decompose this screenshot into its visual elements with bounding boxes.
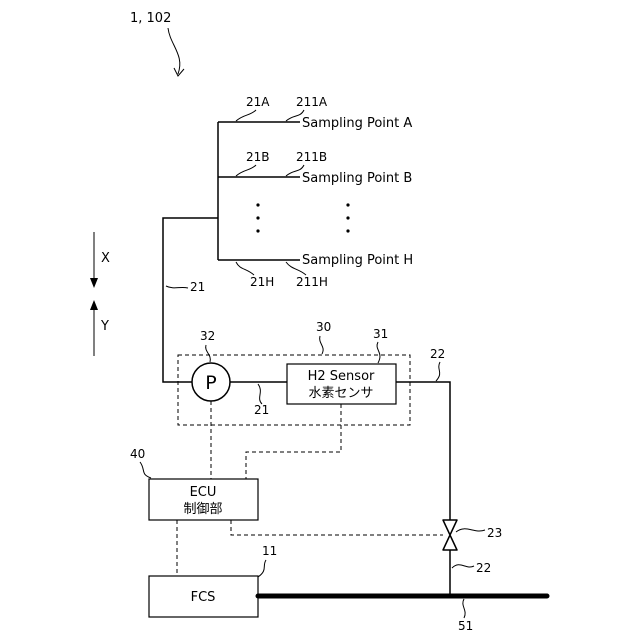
- outlet-pipe: [396, 382, 450, 520]
- ref-21-link: 21: [254, 403, 269, 417]
- ref-30: 30: [316, 320, 331, 334]
- leader-31: [377, 342, 380, 363]
- ref-32: 32: [200, 329, 215, 343]
- valve: [443, 520, 457, 550]
- leader-23: [456, 529, 485, 532]
- ellipsis-dots-right: [346, 203, 349, 232]
- h2-sensor-label: H2 Sensor: [308, 369, 375, 384]
- leader-21a: [236, 110, 256, 121]
- leader-11: [258, 560, 266, 577]
- leader-40: [140, 462, 151, 478]
- figure-ref-arrow: [168, 28, 180, 74]
- leader-21b: [236, 165, 256, 176]
- ref-211b: 211B: [296, 150, 327, 164]
- sampling-point-h-label: Sampling Point H: [302, 253, 413, 268]
- ref-22-lower: 22: [476, 561, 491, 575]
- ref-40: 40: [130, 447, 145, 461]
- ref-23: 23: [487, 526, 502, 540]
- figure-ref: 1, 102: [130, 11, 171, 26]
- ecu-label: ECU: [190, 485, 217, 500]
- ecu-label-ja: 制御部: [183, 502, 222, 517]
- ref-21a: 21A: [246, 95, 270, 109]
- h2-sensor-label-ja: 水素センサ: [308, 386, 373, 401]
- leader-22-lower: [452, 565, 474, 568]
- y-arrowhead: [90, 300, 98, 310]
- x-axis-label: X: [101, 251, 110, 266]
- leader-21h: [236, 262, 254, 275]
- leader-22-outlet: [436, 362, 440, 381]
- signal-ecu-valve: [231, 520, 443, 535]
- ref-21-main: 21: [190, 280, 205, 294]
- leader-21-main: [166, 286, 188, 288]
- sampling-point-a-label: Sampling Point A: [302, 116, 412, 131]
- leader-51: [463, 599, 465, 618]
- ellipsis-dots-left: [256, 203, 259, 232]
- ref-11: 11: [262, 544, 277, 558]
- x-arrowhead: [90, 278, 98, 288]
- ref-211a: 211A: [296, 95, 328, 109]
- ref-51: 51: [458, 619, 473, 633]
- ref-22-outlet: 22: [430, 347, 445, 361]
- sampling-point-b-label: Sampling Point B: [302, 171, 412, 186]
- pump-symbol: P: [205, 372, 216, 394]
- leader-21-link: [258, 384, 262, 404]
- y-axis-label: Y: [100, 319, 109, 334]
- ref-21h: 21H: [250, 275, 274, 289]
- leader-32: [206, 345, 211, 362]
- fcs-label: FCS: [191, 590, 216, 605]
- ref-21b: 21B: [246, 150, 270, 164]
- leader-30: [320, 336, 323, 354]
- ref-31: 31: [373, 327, 388, 341]
- ref-211h: 211H: [296, 275, 328, 289]
